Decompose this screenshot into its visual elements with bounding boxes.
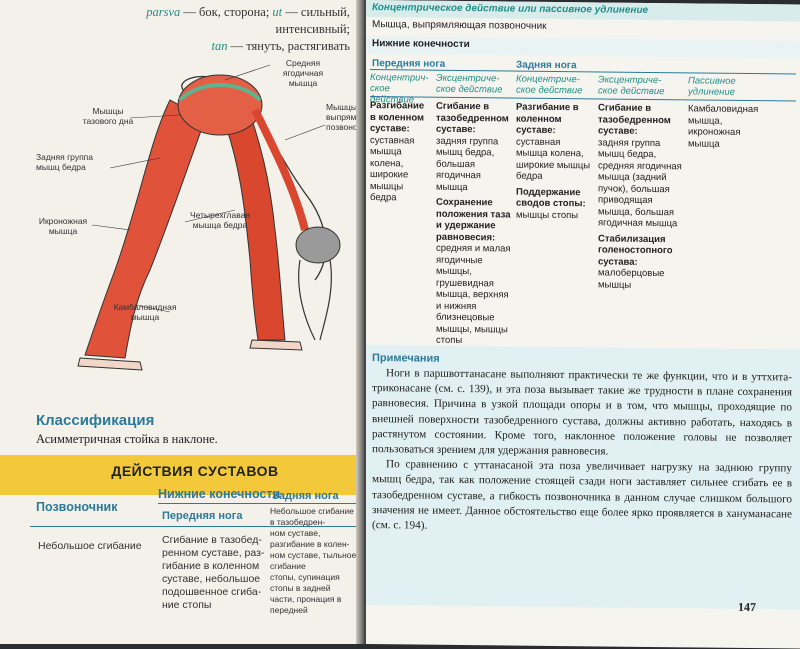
- cell-body: малоберцовые мышцы: [598, 267, 665, 291]
- cell-line: ние стопы: [162, 599, 212, 611]
- cell-spine: Небольшое сгибание: [38, 540, 142, 552]
- cell-title: Поддержание сводов стопы:: [516, 186, 586, 210]
- sub-front-leg: Передняя нога: [162, 510, 243, 522]
- left-page: parsva — бок, сторона; ut — сильный, инт…: [0, 0, 382, 644]
- etym-term: parsva: [146, 5, 181, 19]
- cell-back-leg: Небольшое сгибание в тазобедрен- ном сус…: [270, 506, 360, 616]
- label-gastrocnemius: Икроножная мышца: [38, 216, 88, 236]
- cell-line: Сгибание в тазобед-: [162, 534, 262, 546]
- cell-line: гибание в коленном: [162, 560, 260, 572]
- sub-back-leg: Задняя нога: [272, 490, 339, 502]
- notes-paragraph: Ноги в паршвоттанасане выполняют практич…: [372, 367, 792, 458]
- notes-body: Ноги в паршвоттанасане выполняют практич…: [372, 366, 792, 538]
- cell-c3: Разгибание в коленном суставе: суставная…: [516, 102, 594, 222]
- cell-title: Стабилизация голеностопного сустава:: [598, 232, 673, 268]
- cell-title: Разгибание в коленном суставе:: [370, 100, 425, 135]
- etym-text: — тянуть, растягивать: [227, 39, 350, 53]
- cell-c2: Сгибание в тазобедренном суставе: задняя…: [436, 101, 514, 347]
- cell-c5: Камбаловидная мышца, икроножная мышца: [688, 103, 770, 150]
- cell-title: Сохранение положения таза и удержание ра…: [436, 196, 511, 243]
- anatomy-figure: Средняя ягодичная мышца Мышцы тазового д…: [30, 40, 382, 390]
- cell-body: мышцы стопы: [516, 209, 579, 221]
- col-spine: Позвоночник: [36, 500, 118, 514]
- etym-text: — бок, сторона;: [180, 5, 273, 19]
- etym-term: tan: [211, 39, 228, 53]
- cell-body: средняя и малая ягодичные мышцы, грушеви…: [436, 242, 511, 347]
- back-leg-heading: Задняя нога: [516, 59, 577, 72]
- etym-text: — сильный, интенсивный;: [275, 5, 350, 36]
- col-passive: Пассивное удлинение: [688, 75, 736, 98]
- table-rule: [30, 526, 360, 527]
- cell-title: Сгибание в тазобедренном суставе:: [436, 100, 509, 136]
- cell-c4: Сгибание в тазобедренном суставе: задняя…: [598, 102, 682, 291]
- erector-row: Мышца, выпрямляющая позвоночник: [372, 19, 547, 32]
- notes-title: Примечания: [372, 352, 440, 365]
- col-concentric-2: Концентриче-ское действие: [516, 73, 583, 97]
- right-page: Концентрическое действие или пассивное у…: [366, 0, 800, 649]
- label-quadriceps: Четырехглавая мышца бедра: [190, 210, 250, 230]
- cell-body: задняя группа мышц бедра, средняя ягодич…: [598, 136, 682, 230]
- cell-line: подошвенное сгиба-: [162, 586, 262, 598]
- etym-term: ut: [272, 5, 283, 19]
- cell-title: Сгибание в тазобедренном суставе:: [598, 102, 671, 137]
- cell-front-leg: Сгибание в тазобед- ренном суставе, раз-…: [162, 534, 266, 612]
- cell-title: Разгибание в коленном суставе:: [516, 101, 579, 136]
- col-lower-limbs: Нижние конечности: [158, 487, 281, 501]
- cell-line: стопы, супинация стопы в задней: [270, 572, 340, 593]
- classification-title: Классификация: [36, 412, 155, 429]
- cell-c1: Разгибание в коленном суставе: суставная…: [370, 100, 432, 204]
- joint-actions-band: [0, 455, 362, 495]
- label-middle-gluteus: Средняя ягодичная мышца: [282, 58, 324, 88]
- etymology-text: parsva — бок, сторона; ut — сильный, инт…: [88, 4, 350, 55]
- label-soleus: Камбаловидная мышца: [113, 302, 177, 322]
- cell-line: Небольшое сгибание в тазобедрен-: [270, 506, 354, 527]
- notes-paragraph: По сравнению с уттанасаной эта поза увел…: [372, 458, 792, 532]
- cell-body: Камбаловидная мышца, икроножная мышца: [688, 103, 759, 150]
- front-leg-heading: Передняя нога: [372, 58, 446, 70]
- pose-illustration: [77, 64, 341, 371]
- header-rule: [158, 503, 358, 504]
- cell-body: задняя группа мышц бедра, большая ягодич…: [436, 135, 499, 193]
- cell-line: части, пронация в передней: [270, 594, 342, 615]
- cell-body: суставная мышца колена, широкие мышцы бе…: [370, 134, 415, 204]
- col-eccentric-2: Эксцентриче-ское действие: [598, 74, 665, 98]
- cell-line: ном суставе, разгибание в колен-: [270, 528, 350, 549]
- classification-text: Асимметричная стойка в наклоне.: [36, 432, 218, 446]
- cell-body: суставная мышца колена, широкие мышцы бе…: [516, 136, 591, 182]
- cell-line: ренном суставе, раз-: [162, 547, 265, 559]
- cell-line: ном суставе, тыльное сгибание: [270, 550, 357, 571]
- label-erector-spinae: Мышцы, выпрямляющ. позвоночн: [326, 102, 382, 132]
- page-number: 147: [738, 599, 756, 615]
- label-pelvic-floor: Мышцы тазового дна: [82, 106, 134, 126]
- joint-actions-title: ДЕЙСТВИЯ СУСТАВОВ: [111, 463, 279, 479]
- label-hamstrings: Задняя группа мышц бедра: [36, 152, 93, 172]
- col-eccentric-1: Эксцентриче-ское действие: [436, 72, 503, 96]
- lower-limbs-title: Нижние конечности: [372, 38, 470, 51]
- cell-line: суставе, небольшое: [162, 573, 261, 585]
